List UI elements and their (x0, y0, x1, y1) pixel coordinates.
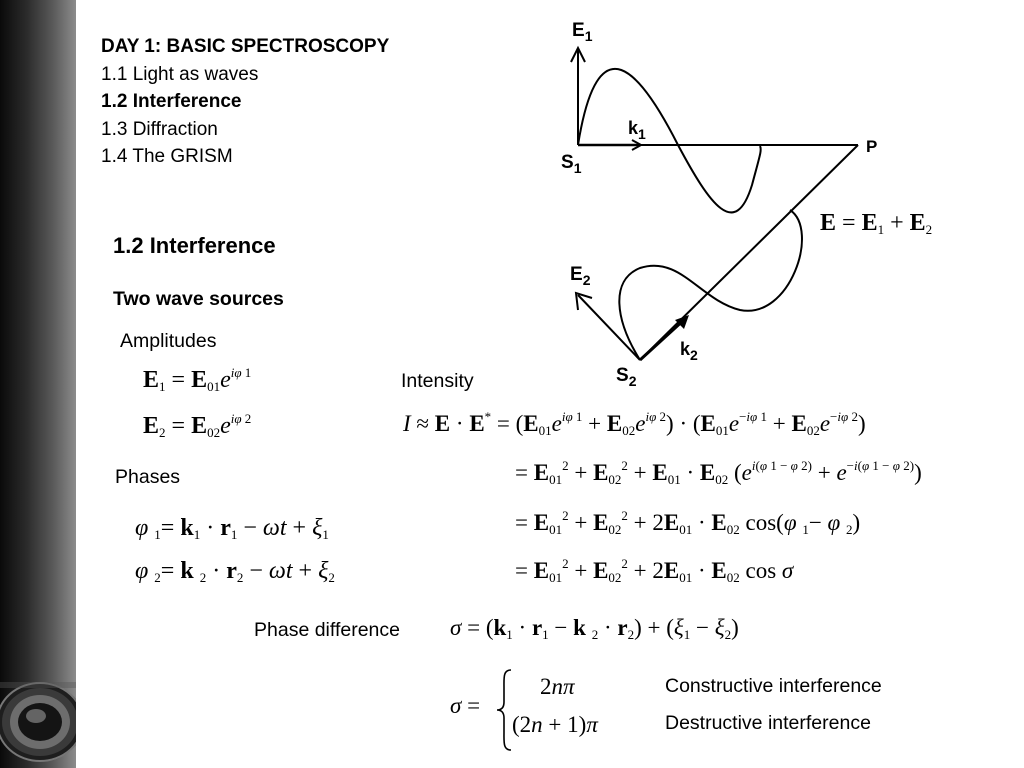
phase-difference-label: Phase difference (254, 619, 400, 641)
intensity-equation-2: = E012 + E022 + E01 · E02 (ei(φ 1 − φ 2)… (515, 458, 922, 487)
e1-label: E1 (572, 20, 593, 44)
menu-item-grism[interactable]: 1.4 The GRISM (101, 146, 233, 167)
amplitudes-label: Amplitudes (120, 330, 217, 352)
topic-menu: DAY 1: BASIC SPECTROSCOPY 1.1 Light as w… (101, 33, 389, 171)
menu-item-interference[interactable]: 1.2 Interference (101, 91, 242, 112)
camera-lens-icon (0, 682, 76, 762)
amplitude-equation-1: E1 = E01eiφ 1 (143, 365, 252, 394)
sigma-condition-lhs: σ = (450, 693, 481, 718)
intensity-equation-3: = E012 + E022 + 2E01 · E02 cos(φ 1− φ 2) (515, 508, 861, 537)
destructive-label: Destructive interference (665, 712, 871, 734)
phases-label: Phases (115, 466, 181, 488)
k2-label: k2 (680, 339, 698, 363)
phase-equation-1: φ 1= k1 · r1 − ωt + ξ1 (135, 515, 329, 542)
wave-2 (618, 209, 803, 361)
k1-label: k1 (628, 118, 646, 142)
k2-arrowhead (675, 315, 689, 329)
menu-title: DAY 1: BASIC SPECTROSCOPY (101, 36, 390, 57)
k1-arrowhead (631, 139, 644, 151)
e1-arrowhead (570, 45, 586, 63)
intensity-label: Intensity (401, 370, 474, 392)
wave-1 (577, 68, 762, 214)
s1-label: S1 (561, 152, 582, 176)
constructive-label: Constructive interference (665, 675, 882, 697)
k2-arrow (638, 316, 688, 362)
e2-arrowhead (574, 291, 593, 311)
phase-equation-2: φ 2= k 2 · r2 − ωt + ξ2 (135, 558, 335, 585)
destructive-condition: (2n + 1)π (512, 712, 598, 737)
propagation-line-2 (639, 144, 859, 361)
intensity-equation-1: I ≈ E · E* = (E01eiφ 1 + E02eiφ 2) · (E0… (403, 409, 866, 438)
sidebar-bar (0, 0, 76, 768)
menu-item-light-as-waves[interactable]: 1.1 Light as waves (101, 63, 259, 85)
interference-diagram: E1 k1 S1 P E2 k2 S2 (561, 20, 877, 389)
section-subheading: Two wave sources (113, 288, 284, 310)
phase-difference-equation: σ = (k1 · r1 − k 2 · r2) + (ξ1 − ξ2) (450, 615, 739, 642)
s2-label: S2 (616, 365, 637, 389)
p-label: P (866, 137, 877, 156)
amplitude-equation-2: E2 = E02eiφ 2 (143, 411, 252, 440)
constructive-condition: 2nπ (540, 674, 575, 699)
intensity-equation-4: = E012 + E022 + 2E01 · E02 cos σ (515, 556, 794, 585)
total-field-equation: E = E1 + E2 (820, 210, 933, 237)
e2-label: E2 (570, 264, 591, 288)
section-heading: 1.2 Interference (113, 233, 276, 258)
e2-axis (577, 294, 641, 361)
brace-icon (496, 669, 512, 751)
menu-item-diffraction[interactable]: 1.3 Diffraction (101, 118, 218, 140)
